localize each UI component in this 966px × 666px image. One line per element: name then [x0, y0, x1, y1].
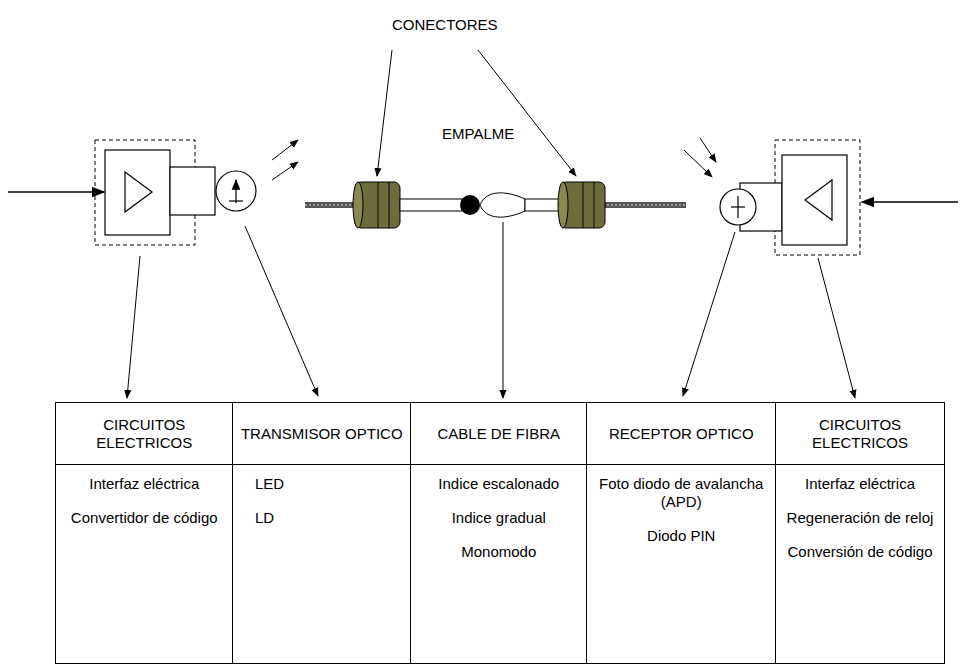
- body-text: Conversión de código: [784, 543, 936, 561]
- light-ray: [700, 138, 716, 162]
- input-arrow: [862, 201, 958, 203]
- header-text: CIRCUITOS ELECTRICOS: [62, 416, 227, 452]
- photodiode-mark: [731, 206, 745, 207]
- leader-line: [377, 50, 392, 176]
- leader-line: [683, 232, 735, 396]
- led-bar: [229, 200, 243, 201]
- body-text: Interfaz eléctrica: [64, 475, 225, 493]
- fiber-cable: [603, 202, 686, 208]
- light-ray: [272, 162, 298, 180]
- column-body: LED LD: [233, 465, 411, 553]
- fiber-texture: [305, 204, 358, 206]
- body-text: Interfaz eléctrica: [784, 475, 936, 493]
- column-header: CABLE DE FIBRA: [411, 403, 587, 465]
- header-text: RECEPTOR OPTICO: [609, 425, 754, 443]
- leader-line: [503, 222, 504, 398]
- splice-point: [460, 195, 480, 215]
- header-text: TRANSMISOR OPTICO: [241, 425, 403, 443]
- fiber-tube: [525, 199, 562, 211]
- leader-line: [478, 50, 576, 176]
- column-body: Interfaz eléctricaConvertidor de código: [56, 465, 233, 553]
- column-header: CIRCUITOS ELECTRICOS: [56, 403, 233, 465]
- table-column: CIRCUITOS ELECTRICOS Interfaz eléctricaCo…: [55, 402, 234, 664]
- amplifier-symbol: [125, 172, 152, 212]
- connector: [558, 182, 605, 228]
- light-ray: [684, 150, 712, 177]
- body-text: Monomodo: [419, 543, 579, 561]
- column-header: TRANSMISOR OPTICO: [233, 403, 411, 465]
- table-column: TRANSMISOR OPTICO LED LD: [232, 402, 412, 664]
- leader-line: [245, 226, 318, 396]
- splice-sleeve: [480, 193, 525, 217]
- column-body: Indice escalonadoIndice gradualMonomodo: [411, 465, 587, 587]
- part-label: CONECTORES: [390, 16, 500, 33]
- header-text: CIRCUITOS ELECTRICOS: [782, 416, 938, 452]
- leader-line: [127, 256, 140, 398]
- column-body: Interfaz eléctricaRegeneración de relojC…: [776, 465, 944, 587]
- receiver-housing: [775, 140, 860, 255]
- table-column: RECEPTOR OPTICO Foto diodo de avalancha (…: [586, 402, 777, 664]
- table-column: CIRCUITOS ELECTRICOS Interfaz eléctricaRe…: [775, 402, 945, 664]
- body-text: Indice gradual: [419, 509, 579, 527]
- body-text: Indice escalonado: [419, 475, 579, 493]
- column-header: RECEPTOR OPTICO: [587, 403, 776, 465]
- fiber-cable: [305, 202, 358, 208]
- header-text: CABLE DE FIBRA: [437, 425, 560, 443]
- body-text: Foto diodo de avalancha (APD): [595, 475, 768, 511]
- led-arrow: [235, 180, 236, 203]
- body-text: Convertidor de código: [64, 509, 225, 527]
- body-text: Regeneración de reloj: [784, 509, 936, 527]
- leader-line: [818, 258, 855, 398]
- body-text: LED: [255, 475, 403, 493]
- light-ray: [272, 140, 298, 160]
- fiber-texture: [603, 204, 686, 206]
- input-arrow: [8, 191, 104, 193]
- fiber-tube: [400, 199, 462, 211]
- column-body: Foto diodo de avalancha (APD) Diodo PIN: [587, 465, 776, 571]
- body-text: Diodo PIN: [595, 527, 768, 545]
- body-text: LD: [255, 509, 403, 527]
- photodiode-symbol: [720, 189, 756, 225]
- column-header: CIRCUITOS ELECTRICOS: [776, 403, 944, 465]
- part-label: EMPALME: [440, 125, 516, 142]
- amplifier-box: [782, 155, 847, 245]
- amplifier-symbol: [805, 180, 832, 220]
- amplifier-box: [105, 150, 170, 235]
- led-symbol: [216, 171, 256, 211]
- driver-box: [170, 167, 215, 215]
- table-column: CABLE DE FIBRA Indice escalonadoIndice gr…: [410, 402, 588, 664]
- connector: [353, 182, 400, 228]
